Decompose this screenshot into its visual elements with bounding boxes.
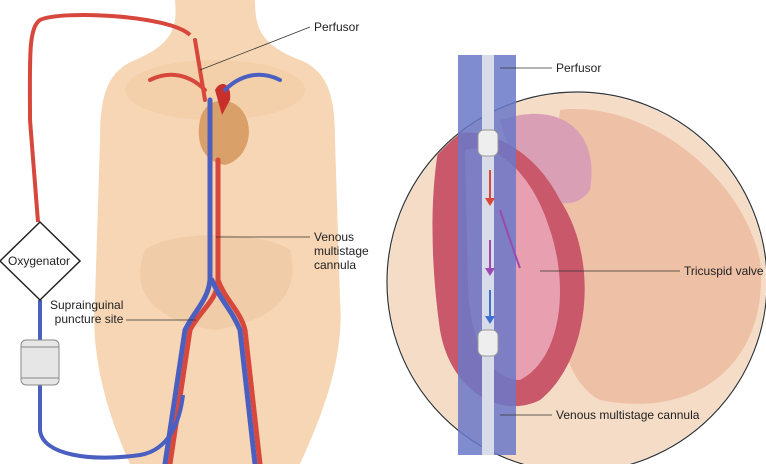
oxygenator-icon — [0, 220, 82, 302]
vena-cava-vessel — [458, 55, 516, 455]
leader-lines-left — [126, 26, 311, 321]
label-tricuspid-valve: Tricuspid valve — [684, 264, 764, 278]
label-line: puncture site — [54, 312, 124, 326]
label-line: Suprainguinal — [50, 298, 124, 312]
flow-arrows — [485, 170, 521, 324]
label-puncture-site: Suprainguinal puncture site — [50, 298, 123, 326]
label-oxygenator: Oxygenator — [8, 254, 71, 268]
label-venous-cannula-inset: Venous multistage cannula — [556, 408, 700, 422]
label-line: cannula — [314, 258, 357, 272]
extracorporeal-tubing — [27, 13, 192, 460]
pump-icon — [20, 339, 60, 386]
label-line: Venous — [314, 230, 355, 244]
label-venous-cannula: Venous multistage cannula — [314, 230, 369, 272]
leader-lines-right — [500, 67, 680, 416]
vessels — [148, 38, 282, 464]
label-perfusor: Perfusor — [314, 20, 360, 34]
label-line: multistage — [314, 244, 369, 258]
label-perfusor-inset: Perfusor — [556, 61, 602, 75]
